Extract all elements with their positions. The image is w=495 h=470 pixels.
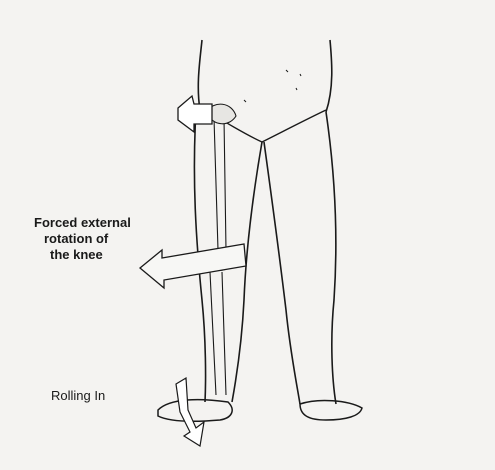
rolling-in-arrow — [176, 378, 204, 446]
right-leg-outline — [264, 112, 336, 404]
rolling-in-caption: Rolling In — [51, 388, 105, 404]
tibia-bone — [210, 272, 226, 395]
femur-bone — [214, 118, 226, 250]
left-foot — [158, 400, 232, 422]
caption-line-1: Forced external — [34, 215, 154, 231]
sketch-marks — [244, 70, 301, 102]
external-rotation-caption: Forced external rotation of the knee — [34, 215, 154, 263]
waist-outline — [198, 40, 332, 112]
caption-line-2: rotation of — [34, 231, 154, 247]
right-foot — [300, 401, 362, 420]
caption-line-3: the knee — [34, 247, 154, 263]
knee-rotation-arrow — [140, 244, 246, 288]
